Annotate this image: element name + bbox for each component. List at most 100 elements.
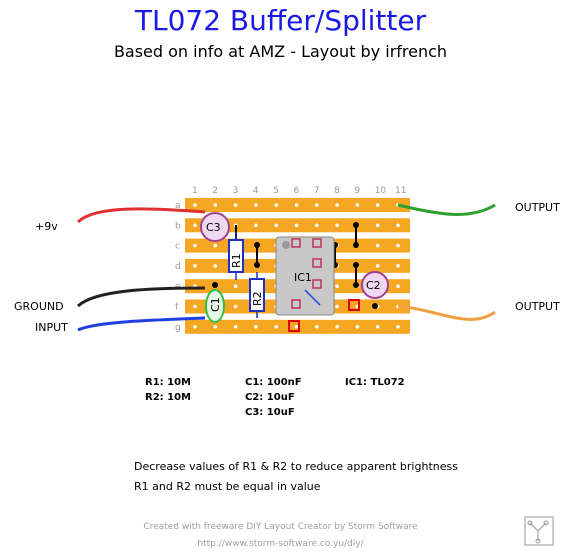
strip-hole bbox=[254, 223, 258, 228]
parts-list-capacitors: C1: 100nF C2: 10uF C3: 10uF bbox=[245, 377, 302, 418]
cut-marker bbox=[348, 299, 360, 311]
row-label: d bbox=[175, 262, 181, 272]
column-label: 1 bbox=[192, 186, 198, 196]
strip-hole bbox=[396, 325, 400, 329]
c1-label: C1 bbox=[209, 297, 222, 312]
column-labels: 1 2 3 4 5 6 7 8 9 10 11 bbox=[192, 186, 406, 196]
part-entry: IC1: TL072 bbox=[345, 377, 405, 388]
strip-hole bbox=[213, 325, 218, 329]
part-entry: R1: 10M bbox=[145, 377, 192, 388]
wire-input bbox=[77, 316, 206, 332]
column-label: 8 bbox=[334, 186, 340, 196]
part-entry: C1: 100nF bbox=[245, 377, 302, 388]
strip-hole bbox=[294, 223, 299, 228]
strip-hole bbox=[233, 304, 238, 309]
r2-label: R2 bbox=[251, 291, 264, 306]
strip-hole bbox=[396, 264, 400, 268]
strip-hole bbox=[254, 325, 258, 329]
column-label: 3 bbox=[233, 186, 239, 196]
row-label: c bbox=[175, 242, 180, 252]
solder-joint bbox=[212, 282, 218, 288]
strip-hole bbox=[335, 284, 339, 289]
strip-hole bbox=[335, 304, 339, 309]
strip-hole bbox=[294, 325, 299, 329]
column-label: 9 bbox=[354, 186, 360, 196]
strip-hole bbox=[274, 223, 279, 228]
capacitor-c3: C3 bbox=[200, 212, 230, 242]
strip-hole bbox=[213, 264, 218, 268]
strip-hole bbox=[193, 264, 197, 268]
strip-hole bbox=[233, 203, 238, 207]
column-label: 2 bbox=[212, 186, 218, 196]
r1-label: R1 bbox=[230, 253, 243, 268]
strip-hole bbox=[375, 203, 380, 207]
wire-9v bbox=[76, 207, 206, 224]
strip-hole bbox=[233, 284, 238, 289]
resistor-r1: R1 bbox=[228, 232, 244, 280]
strip-hole bbox=[335, 223, 339, 228]
strip-hole bbox=[355, 325, 360, 329]
strip-hole bbox=[355, 203, 360, 207]
circuit-logo-icon bbox=[524, 516, 554, 546]
column-label: 7 bbox=[314, 186, 320, 196]
ic1: IC1 bbox=[275, 236, 335, 316]
footer-url: http://www.storm-software.co.yu/diy/ bbox=[197, 539, 364, 549]
parts-list-resistors: R1: 10M R2: 10M bbox=[145, 377, 191, 403]
strip-hole bbox=[294, 203, 299, 207]
strip-hole bbox=[315, 203, 319, 207]
strip-hole bbox=[396, 284, 400, 289]
label-input: INPUT bbox=[35, 321, 68, 334]
capacitor-c2: C2 bbox=[361, 271, 389, 299]
strip-hole bbox=[213, 243, 218, 248]
strip-hole bbox=[254, 203, 258, 207]
wire-ground bbox=[76, 286, 206, 308]
strip-hole bbox=[375, 243, 380, 248]
strip-hole bbox=[396, 223, 400, 228]
column-label: 5 bbox=[273, 186, 279, 196]
c3-label: C3 bbox=[206, 221, 221, 234]
label-output-1: OUTPUT bbox=[515, 201, 560, 214]
strip-hole bbox=[193, 304, 197, 309]
page-subtitle: Based on info at AMZ - Layout by irfrenc… bbox=[113, 42, 448, 61]
label-9v: +9v bbox=[35, 220, 58, 233]
strip-hole bbox=[375, 325, 380, 329]
part-entry: C2: 10uF bbox=[245, 392, 295, 403]
solder-joint bbox=[372, 303, 378, 309]
strip-hole bbox=[375, 223, 380, 228]
strip-hole bbox=[274, 203, 279, 207]
strip-hole bbox=[193, 243, 197, 248]
strip-hole bbox=[233, 325, 238, 329]
strip-hole bbox=[193, 325, 197, 329]
resistor-r2: R2 bbox=[249, 272, 265, 318]
column-label: 10 bbox=[375, 186, 387, 196]
strip-hole bbox=[274, 325, 279, 329]
footer-credit: Created with freeware DIY Layout Creator… bbox=[143, 522, 418, 532]
page-title: TL072 Buffer/Splitter bbox=[134, 4, 427, 37]
row-label: g bbox=[175, 323, 181, 333]
row-label: b bbox=[175, 221, 181, 231]
strip-hole bbox=[335, 325, 339, 329]
part-entry: R2: 10M bbox=[145, 392, 192, 403]
label-ground: GROUND bbox=[14, 300, 64, 313]
parts-list-ics: IC1: TL072 bbox=[345, 377, 405, 388]
strip-hole bbox=[193, 203, 197, 207]
wire-output-2 bbox=[397, 304, 496, 321]
column-label: 4 bbox=[253, 186, 259, 196]
column-label: 6 bbox=[294, 186, 300, 196]
ic1-label: IC1 bbox=[294, 271, 312, 284]
capacitor-c1: C1 bbox=[205, 289, 225, 323]
note-1: Decrease values of R1 & R2 to reduce app… bbox=[134, 460, 458, 473]
strip-hole bbox=[396, 243, 400, 248]
strip-hole bbox=[315, 325, 319, 329]
column-label: 11 bbox=[395, 186, 406, 196]
row-label: a bbox=[175, 201, 181, 211]
label-output-2: OUTPUT bbox=[515, 300, 560, 313]
c2-label: C2 bbox=[366, 279, 381, 292]
row-label: f bbox=[175, 303, 179, 313]
strip-hole bbox=[375, 264, 380, 268]
part-entry: C3: 10uF bbox=[245, 407, 295, 418]
strip-hole bbox=[213, 203, 218, 207]
wire-output-1 bbox=[397, 203, 496, 216]
